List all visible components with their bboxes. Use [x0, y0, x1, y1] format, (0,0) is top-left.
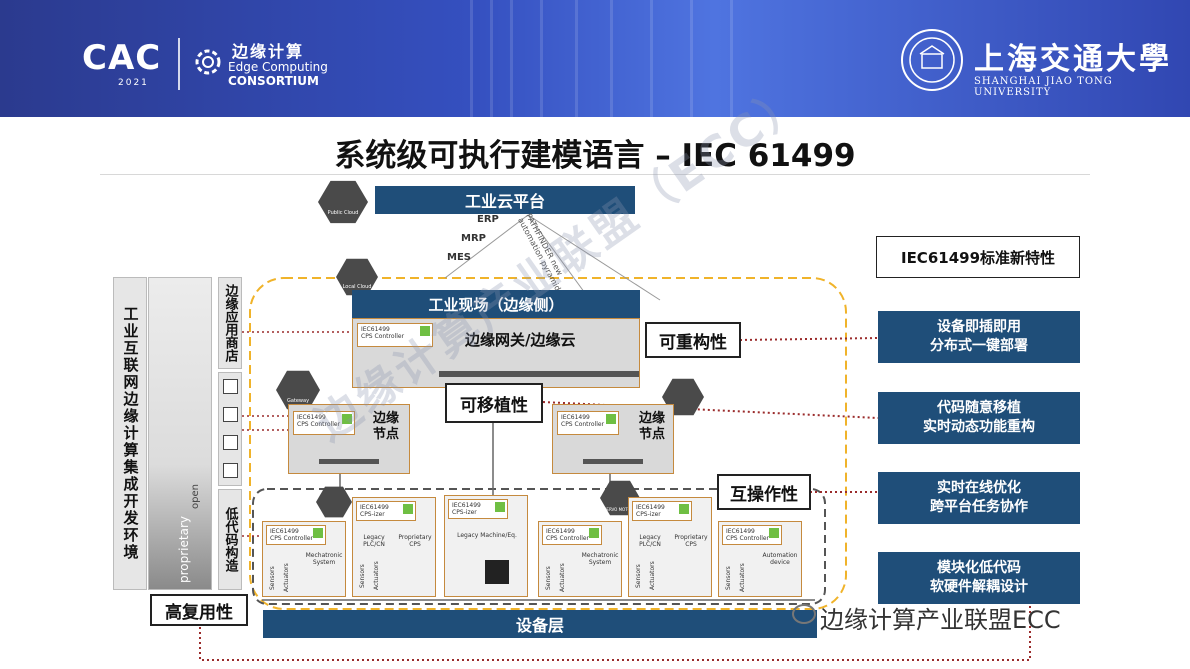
app-icons-column [218, 372, 242, 486]
ecc-name-en-1: Edge Computing [228, 60, 328, 74]
cloud-platform-bar: 工业云平台 [375, 186, 635, 214]
machine-icon [485, 560, 509, 584]
wechat-icon [792, 604, 816, 624]
ide-panel: 工业互联网边缘计算集成开发环境 [113, 277, 147, 590]
proprietary-label: proprietary [177, 516, 191, 583]
app-store-panel: 边缘应用商店 [218, 277, 242, 369]
callout-interoperable: 互操作性 [717, 474, 811, 510]
conveyor-icon [583, 459, 643, 464]
feature-box-3: 实时在线优化跨平台任务协作 [878, 472, 1080, 524]
edge-node-label-left: 边缘 节点 [373, 411, 400, 442]
callout-reusable: 高复用性 [150, 594, 248, 626]
university-name-cn: 上海交通大學 [974, 42, 1172, 77]
public-cloud-icon: Public Cloud [318, 180, 368, 224]
app-icon[interactable] [223, 435, 238, 450]
feature-box-1: 设备即插即用分布式一键部署 [878, 311, 1080, 363]
app-icon[interactable] [223, 407, 238, 422]
open-label: open [190, 484, 201, 509]
app-icon[interactable] [223, 463, 238, 478]
edge-gateway-label: 边缘网关/边缘云 [465, 331, 576, 349]
edge-node-label-right: 边缘 节点 [639, 411, 666, 442]
conveyor-icon [319, 459, 379, 464]
gear-icon [195, 49, 221, 75]
features-heading: IEC61499标准新特性 [876, 236, 1080, 278]
ecc-name-cn: 边缘计算 [232, 42, 305, 61]
cac-year: 2021 [118, 78, 149, 88]
header-banner [0, 0, 1190, 117]
footer-brand: 边缘计算产业联盟ECC [820, 606, 1061, 634]
university-name-en: SHANGHAI JIAO TONG UNIVERSITY [974, 76, 1113, 98]
stack-level-mrp: MRP [461, 233, 486, 244]
gateway-icon: Gateway [276, 370, 320, 410]
feature-box-4: 模块化低代码软硬件解耦设计 [878, 552, 1080, 604]
servo-icon [316, 486, 352, 518]
logo-divider [178, 38, 180, 90]
feature-box-2: 代码随意移植实时动态功能重构 [878, 392, 1080, 444]
app-icon[interactable] [223, 379, 238, 394]
university-seal-icon [901, 29, 963, 91]
title-divider [100, 174, 1090, 175]
cac-logo: CAC [82, 38, 162, 78]
device-layer-bar: 设备层 [263, 610, 817, 638]
callout-reconfigurable: 可重构性 [645, 322, 741, 358]
ecc-name-en-2: CONSORTIUM [228, 74, 319, 88]
edge-region-outline [249, 277, 847, 610]
proprietary-open-gradient [148, 277, 212, 590]
callout-portable: 可移植性 [445, 383, 543, 423]
low-code-panel: 低代码构造 [218, 489, 242, 590]
stack-level-erp: ERP [477, 214, 499, 225]
stack-level-mes: MES [447, 252, 471, 263]
conveyor-icon [439, 371, 639, 377]
page-title: 系统级可执行建模语言 – IEC 61499 [334, 138, 856, 174]
edge-site-bar: 工业现场（边缘侧） [352, 290, 640, 318]
